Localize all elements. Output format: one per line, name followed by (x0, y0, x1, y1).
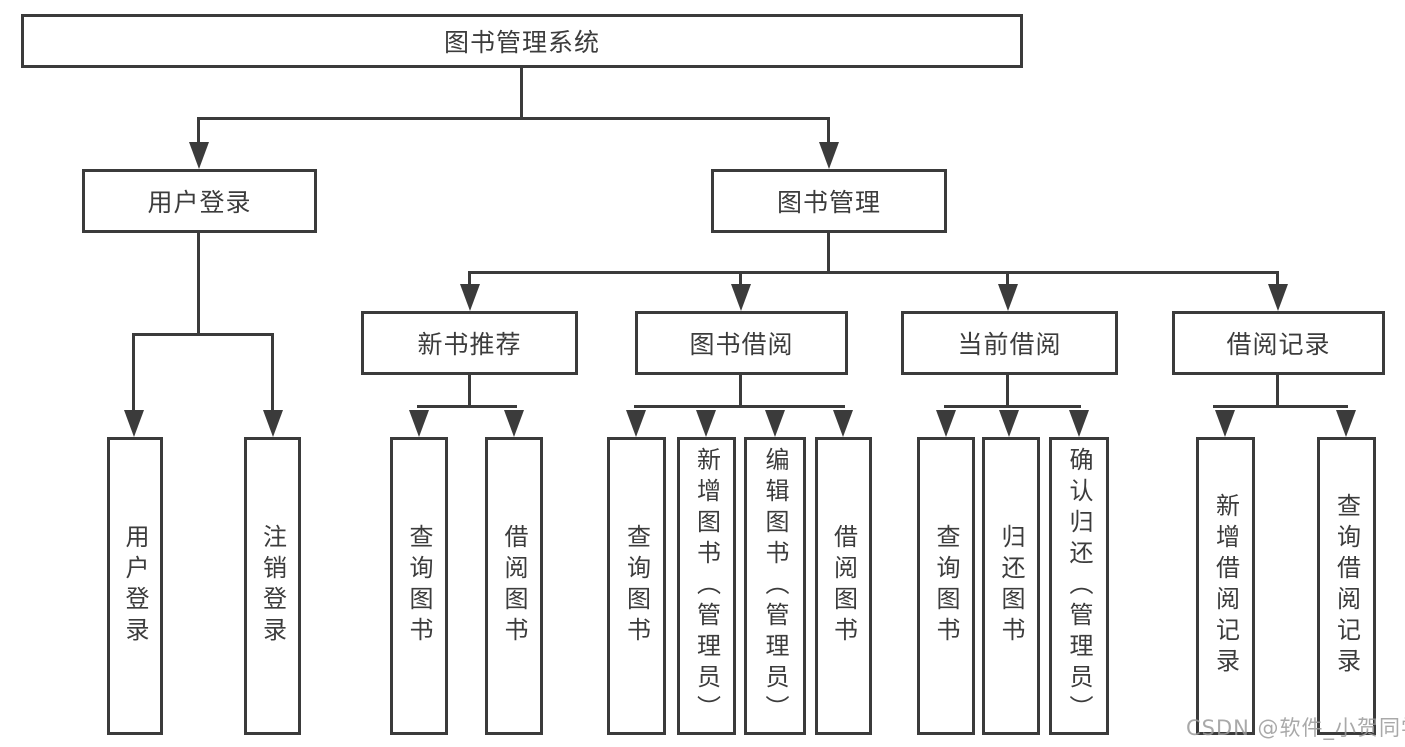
leaf-return-books: 归还图书 (982, 437, 1040, 735)
connector-leaf-stem (271, 336, 274, 413)
arrowhead-down-icon (819, 142, 839, 169)
arrowhead-down-icon (504, 410, 524, 437)
leaf-confirm-return-admin: 确认归还（管理员） (1049, 437, 1109, 735)
arrowhead-down-icon (263, 410, 283, 437)
csdn-watermark: CSDN @软件_小贺同学 (1186, 716, 1405, 740)
connector-level3-stem (468, 274, 471, 286)
node-root-label: 图书管理系统 (443, 28, 600, 57)
connector-new-book-rec-rail (417, 405, 517, 408)
leaf-label: 查询图书 (622, 524, 651, 648)
node-new-book-rec-label: 新书推荐 (417, 330, 522, 359)
arrowhead-down-icon (189, 142, 209, 169)
node-borrow-records-label: 借阅记录 (1226, 330, 1331, 359)
arrowhead-down-icon (731, 284, 751, 311)
connector-book-mgmt-stem (827, 120, 830, 145)
leaf-label: 查询图书 (932, 524, 960, 648)
arrowhead-down-icon (696, 410, 716, 437)
node-new-book-rec: 新书推荐 (361, 311, 578, 375)
arrowhead-down-icon (124, 410, 144, 437)
connector-book-borrow-drop (739, 375, 742, 407)
connector-borrow-records-rail (1213, 405, 1348, 408)
arrowhead-down-icon (626, 410, 646, 437)
connector-new-book-rec-drop (468, 375, 471, 407)
leaf-label: 查询图书 (405, 524, 433, 648)
connector-user-login-rail (132, 333, 274, 336)
node-user-login-label: 用户登录 (147, 188, 252, 217)
node-book-borrow: 图书借阅 (635, 311, 848, 375)
node-borrow-records: 借阅记录 (1172, 311, 1385, 375)
leaf-label: 归还图书 (997, 524, 1025, 648)
node-current-borrow-label: 当前借阅 (957, 330, 1062, 359)
arrowhead-down-icon (1268, 284, 1288, 311)
connector-borrow-records-drop (1276, 375, 1279, 407)
connector-book-borrow-rail (634, 405, 845, 408)
leaf-query-borrow-record: 查询借阅记录 (1317, 437, 1376, 735)
node-book-mgmt: 图书管理 (711, 169, 947, 233)
connector-level3-rail (468, 271, 1279, 274)
node-current-borrow: 当前借阅 (901, 311, 1118, 375)
arrowhead-down-icon (1336, 410, 1356, 437)
leaf-edit-book-admin: 编辑图书（管理员） (744, 437, 806, 735)
leaf-label: 借阅图书 (500, 524, 528, 648)
leaf-add-borrow-record: 新增借阅记录 (1196, 437, 1255, 735)
leaf-label: 用户登录 (121, 524, 149, 648)
leaf-add-book-admin: 新增图书（管理员） (677, 437, 736, 735)
arrowhead-down-icon (833, 410, 853, 437)
leaf-label: 查询借阅记录 (1332, 493, 1361, 679)
node-book-mgmt-label: 图书管理 (776, 188, 881, 217)
connector-level3-stem (1276, 274, 1279, 286)
connector-user-login-stem (197, 120, 200, 145)
connector-book-mgmt-drop (827, 233, 830, 273)
leaf-label: 确认归还（管理员） (1065, 446, 1093, 726)
leaf-user-login: 用户登录 (107, 437, 163, 735)
leaf-label: 新增借阅记录 (1211, 493, 1240, 679)
connector-user-login-drop (197, 233, 200, 335)
leaf-borrow-books-rec: 借阅图书 (485, 437, 543, 735)
arrowhead-down-icon (998, 284, 1018, 311)
arrowhead-down-icon (1069, 410, 1089, 437)
arrowhead-down-icon (936, 410, 956, 437)
connector-leaf-stem (132, 336, 135, 413)
connector-level3-stem (739, 274, 742, 286)
arrowhead-down-icon (460, 284, 480, 311)
leaf-query-books-current: 查询图书 (917, 437, 975, 735)
connector-root-stub (520, 68, 523, 120)
arrowhead-down-icon (409, 410, 429, 437)
leaf-label: 新增图书（管理员） (692, 446, 721, 726)
node-book-borrow-label: 图书借阅 (689, 330, 794, 359)
leaf-query-books-rec: 查询图书 (390, 437, 448, 735)
node-root: 图书管理系统 (21, 14, 1023, 68)
leaf-label: 编辑图书（管理员） (761, 446, 789, 726)
leaf-borrow-books: 借阅图书 (815, 437, 872, 735)
leaf-logout: 注销登录 (244, 437, 301, 735)
connector-current-borrow-rail (944, 405, 1081, 408)
leaf-label: 借阅图书 (829, 524, 858, 648)
arrowhead-down-icon (765, 410, 785, 437)
arrowhead-down-icon (1215, 410, 1235, 437)
connector-current-borrow-drop (1006, 375, 1009, 407)
leaf-query-books-borrow: 查询图书 (607, 437, 666, 735)
connector-level2-rail (197, 117, 830, 120)
leaf-label: 注销登录 (258, 524, 287, 648)
connector-level3-stem (1006, 274, 1009, 286)
arrowhead-down-icon (999, 410, 1019, 437)
node-user-login: 用户登录 (82, 169, 317, 233)
